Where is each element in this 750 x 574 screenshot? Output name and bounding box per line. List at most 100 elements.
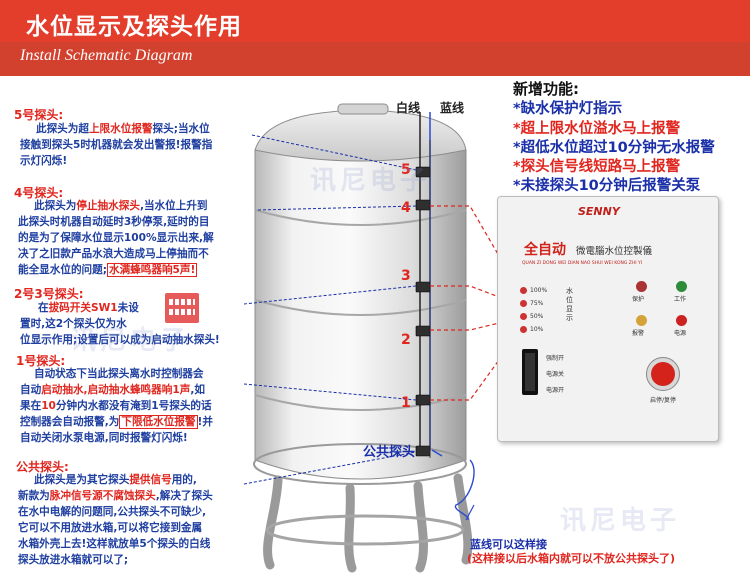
- protect-light: [636, 281, 647, 292]
- subtitle-strip: [0, 42, 750, 76]
- white-wire-label: 白线: [396, 101, 421, 115]
- common-line4: 它可以不用放进水箱,可以将它接到金属: [18, 522, 203, 534]
- level-led: [520, 313, 527, 320]
- probe-number-4: 4: [401, 200, 411, 216]
- highlight: 上限水位报警: [88, 123, 153, 135]
- text: 果在: [20, 400, 42, 412]
- controller-brand: SENNY: [578, 205, 620, 218]
- feature-item: *探头信号线短路马上报警: [513, 159, 681, 175]
- controller-pinyin: QUAN ZI DONG WEI DIAN NAO SHUI WEI KONG …: [522, 261, 643, 266]
- common-probe-label: 公共探头: [363, 445, 416, 460]
- common-line5: 水箱外壳上去!这样就放单5个探头的白线: [18, 538, 211, 550]
- alarm-light: [636, 315, 647, 326]
- highlight: 提供信号: [129, 474, 172, 486]
- text: 能全显水位的问题;: [18, 264, 107, 276]
- watermark: 讯尼电子: [310, 166, 431, 196]
- common-line1: 此探头是为其它探头提供信号用的,: [34, 472, 197, 488]
- level-100: 100%: [530, 287, 548, 294]
- highlight: 启动抽水,启动抽水蜂鸣器响1声: [41, 384, 191, 396]
- tank-cap: [337, 103, 389, 115]
- common-line3: 在水中电解的问题同,公共探头不可缺少,: [18, 506, 207, 518]
- watermark: 讯尼电子: [70, 326, 191, 356]
- probe4-line4: 决了之旧款产品水浪大造成马上停抽而不: [18, 248, 209, 260]
- feature-item: *缺水保护灯指示: [513, 101, 623, 117]
- level-50: 50%: [530, 313, 544, 320]
- text: ,当水位上升到: [139, 200, 208, 212]
- probe5-line2: 接触到探头5时机器就会发出警报!报警指: [20, 139, 213, 151]
- text: 此探头为超: [36, 123, 89, 135]
- protect-label: 保护: [632, 296, 645, 303]
- probe1-heading: 1号探头:: [16, 354, 66, 368]
- watermark: 讯尼电子: [560, 506, 681, 536]
- bottom-note-line2: (这样接以后水箱内就可以不放公共探头了): [467, 552, 676, 565]
- level-10: 10%: [530, 326, 544, 333]
- text: 在: [38, 302, 49, 314]
- blue-wire-label: 蓝线: [440, 101, 465, 115]
- features-title: 新增功能:: [513, 80, 579, 98]
- tank-leg-ring: [265, 514, 465, 546]
- highlight: 水满蜂鸣器响5声!: [107, 263, 198, 277]
- text-pointers: [243, 134, 417, 485]
- probe23-line2: 置时,这2个探头仅为水: [20, 318, 127, 330]
- probe23-line3: 位显示作用;设置后可以成为启动抽水探头!: [20, 334, 220, 346]
- controller-panel: SENNY 全自动 微電腦水位控製儀 QUAN ZI DONG WEI DIAN…: [497, 196, 719, 442]
- text: 探头;当水位: [152, 123, 210, 135]
- highlight: 拔码开关SW1: [48, 302, 118, 314]
- text: ,如: [190, 384, 205, 396]
- highlight: 停止抽水探头: [76, 200, 140, 212]
- blue-wire-loop: [431, 449, 443, 457]
- common-heading: 公共探头:: [16, 460, 69, 474]
- level-caption: 水位显示: [566, 287, 573, 322]
- controller-name-big: 全自动: [524, 242, 566, 258]
- switch-power-on: 电源开: [546, 387, 565, 394]
- power-label: 电源: [674, 330, 687, 337]
- text: 新款为: [18, 490, 50, 502]
- text: 控制器会自动报警,为: [20, 416, 120, 428]
- text: 分钟内水都没有淹到1号探头的话: [55, 400, 212, 412]
- work-light: [676, 281, 687, 292]
- feature-item: *超上限水位溢水马上报警: [513, 121, 681, 137]
- start-stop-label: 启停/复停: [650, 397, 677, 404]
- tank-bottom-ring: [253, 443, 467, 485]
- level-led: [520, 326, 527, 333]
- switch-power-off: 电源关: [546, 371, 565, 378]
- header-bar: [0, 0, 750, 42]
- switch-force-on: 强制开: [546, 355, 565, 362]
- level-led: [520, 287, 527, 294]
- text: ,解决了探头: [155, 490, 213, 502]
- common-line2: 新款为脉冲信号源不腐蚀探头,解决了探头: [18, 488, 213, 504]
- tank-legs: [263, 473, 473, 573]
- probe-number-5: 5: [401, 162, 411, 178]
- level-led: [520, 300, 527, 307]
- probe4-line1: 此探头为停止抽水探头,当水位上升到: [34, 198, 208, 214]
- highlight: 脉冲信号源不腐蚀探头: [49, 490, 156, 502]
- probe4-line5: 能全显水位的问题;水满蜂鸣器响5声!: [18, 262, 198, 278]
- text: 未设: [117, 302, 139, 314]
- text: 自动: [20, 384, 42, 396]
- probe4-line2: 此探头时机器自动延时3秒停泵,延时的目: [18, 216, 210, 228]
- blue-wire-arrow: [465, 504, 475, 521]
- level-75: 75%: [530, 300, 544, 307]
- probe4-line3: 的是为了保障水位显示100%显示出来,解: [18, 232, 214, 244]
- probe-number-1: 1: [401, 395, 411, 411]
- tank-lid: [254, 109, 467, 162]
- page-subtitle: Install Schematic Diagram: [20, 47, 193, 64]
- text: 此探头为: [34, 200, 77, 212]
- blue-wire-external: [454, 459, 475, 521]
- probe5-line3: 示灯闪烁!: [20, 155, 68, 167]
- text: !并: [197, 416, 213, 428]
- probe4-heading: 4号探头:: [14, 186, 64, 200]
- header-banner: 水位显示及探头作用 Install Schematic Diagram: [0, 0, 750, 78]
- probe5-heading: 5号探头:: [14, 108, 64, 122]
- work-label: 工作: [674, 296, 687, 303]
- probe1-line5: 自动关闭水泵电源,同时报警灯闪烁!: [20, 432, 188, 444]
- probe-number-3: 3: [401, 268, 411, 284]
- probe1-line2: 自动启动抽水,启动抽水蜂鸣器响1声,如: [20, 382, 205, 398]
- probe23-line1: 在拔码开关SW1未设: [38, 300, 139, 316]
- power-light: [676, 315, 687, 326]
- highlight: 10: [41, 400, 56, 412]
- feature-item: *超低水位超过10分钟无水报警: [513, 140, 715, 156]
- probe-markers: [415, 166, 431, 457]
- text: 用的,: [171, 474, 197, 486]
